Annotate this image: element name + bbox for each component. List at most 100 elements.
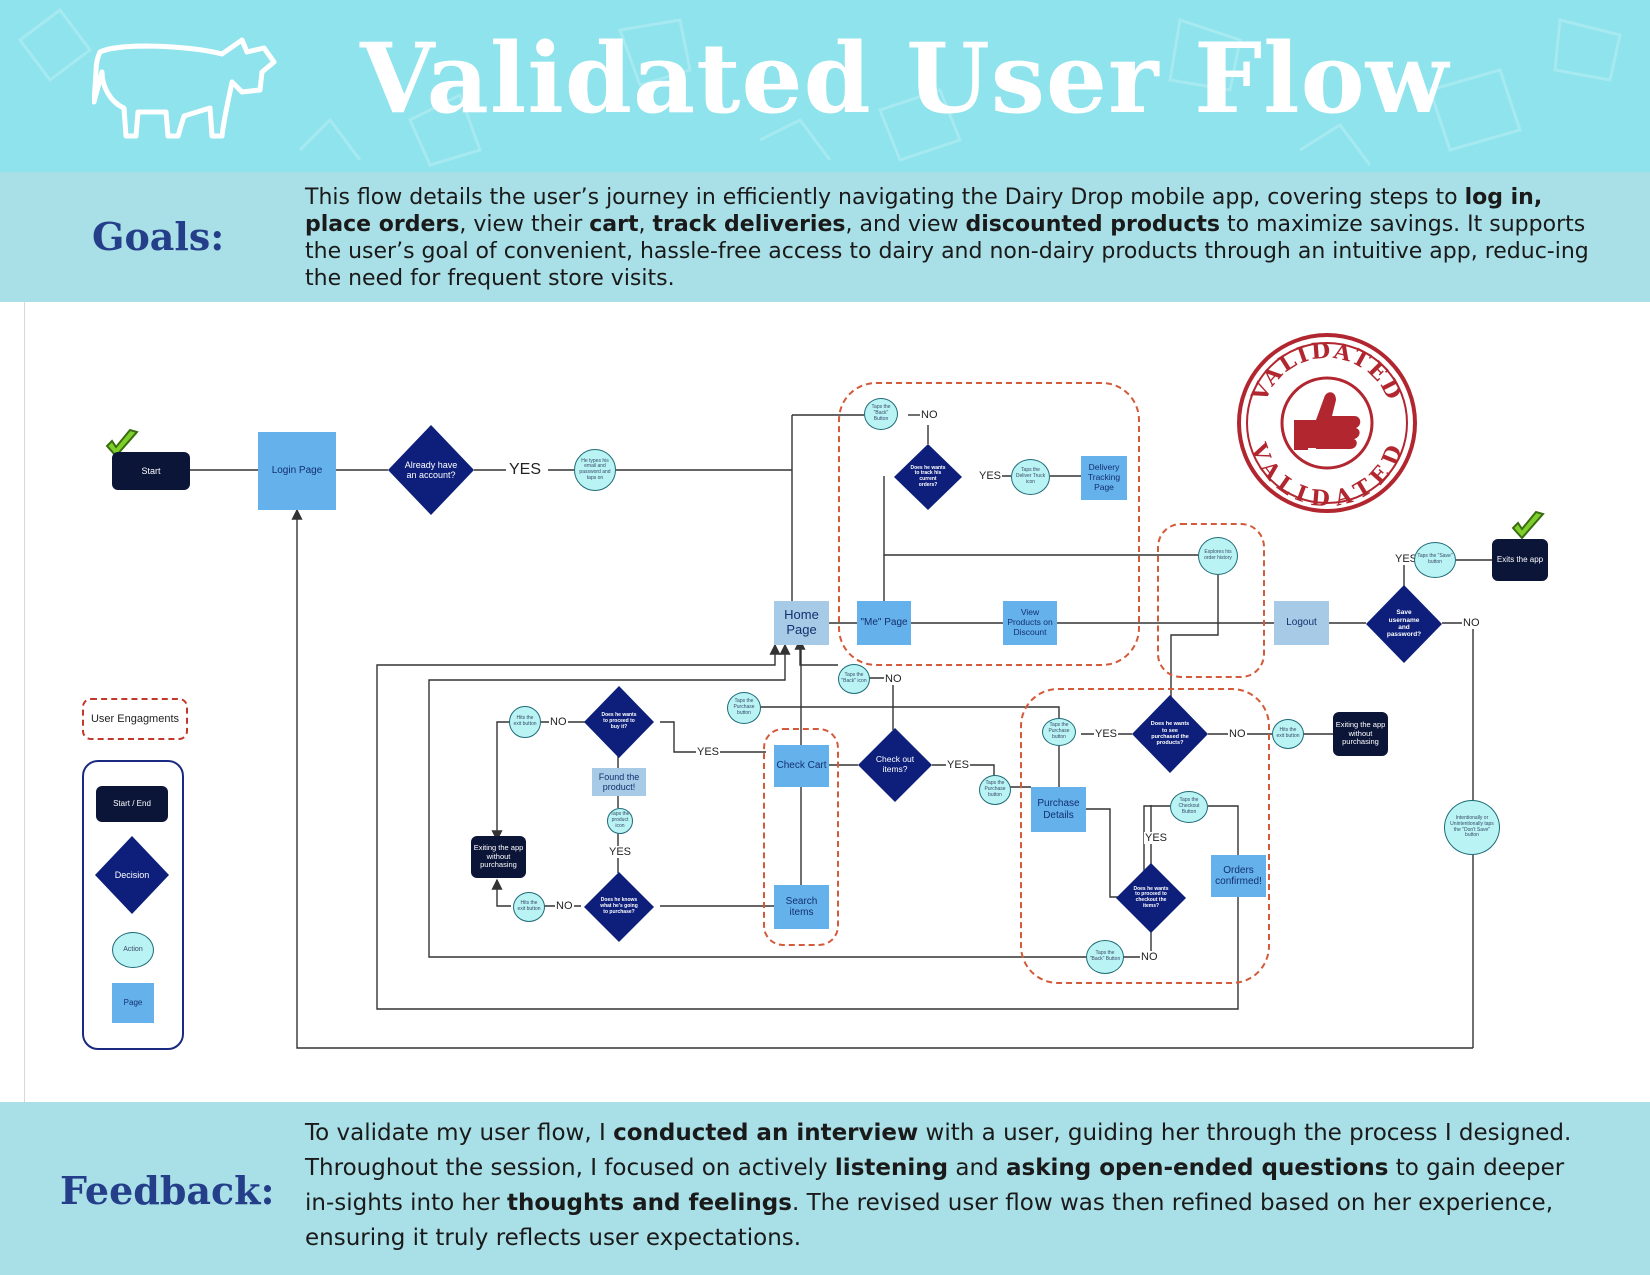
label-no-save: NO (1462, 617, 1481, 629)
exits-app-node: Exits the app (1492, 539, 1548, 581)
action-taps-back-mid: Taps the "Back" icon (838, 664, 870, 694)
search-items-node: Search items (774, 885, 829, 929)
feedback-text-part: To validate my user flow, I (305, 1120, 614, 1146)
engagement-group-purchase (1020, 688, 1270, 984)
engagement-group-tracking (838, 382, 1140, 666)
label-no-purchased: NO (1228, 728, 1247, 740)
delivery-tracking-node: Delivery Tracking Page (1081, 456, 1127, 500)
orders-confirmed-node: Orders confirmed! (1211, 855, 1266, 897)
decision-diamond-icon (1116, 863, 1186, 933)
decision-wants-proceed: Does he wants to proceed to buy it? (584, 686, 654, 758)
legend-start-end: Start / End (96, 786, 168, 822)
goals-bold-orders: place orders (305, 212, 460, 237)
label-yes-proceed: YES (696, 746, 721, 758)
action-taps-checkout: Taps the Checkout Button (1170, 791, 1208, 823)
action-taps-save: Taps the "Save" button (1414, 542, 1456, 578)
exiting-left-node: Exiting the app without purchasing (471, 836, 526, 878)
decision-label: Does he knows what he's going to purchas… (600, 897, 638, 915)
goals-text-part: , (638, 212, 653, 237)
goals-text: This flow details the user’s journey in … (305, 184, 1595, 292)
svg-text:VALIDATED: VALIDATED (1245, 439, 1409, 513)
action-dont-save: Intentionally or Unintentionally taps th… (1444, 800, 1500, 855)
action-taps-back-bottom: Taps the "Back" Button (1086, 940, 1124, 974)
purchase-details-node: Purchase Details (1031, 787, 1086, 832)
label-yes-found: YES (608, 846, 633, 858)
engagement-group-cart (763, 728, 839, 946)
decision-label: Does he wants to see purchased the produ… (1150, 721, 1190, 747)
goals-text-part: , and view (845, 212, 966, 237)
decision-diamond-icon (95, 836, 169, 914)
goals-label: Goals: (92, 214, 225, 259)
decision-label: Does he wants to proceed to buy it? (601, 712, 637, 730)
legend-page: Page (112, 983, 154, 1023)
feedback-text: To validate my user flow, I conducted an… (305, 1116, 1595, 1256)
action-taps-back-top: Taps the "Back" Button (864, 398, 898, 430)
action-taps-purchase-left: Taps the Purchase button (727, 692, 761, 724)
decision-purchased-products: Does he wants to see purchased the produ… (1132, 695, 1208, 773)
label-yes-track: YES (978, 470, 1003, 482)
logout-node: Logout (1274, 601, 1329, 645)
check-cart-node: Check Cart (774, 745, 829, 787)
decision-track-orders: Does he wants to track his current order… (894, 444, 962, 510)
decision-label: Does he wants to proceed to checkout the… (1133, 885, 1169, 909)
goals-text-part: , view their (459, 212, 590, 237)
decision-diamond-icon (1366, 585, 1442, 663)
action-taps-purchase-yes: Taps the Purchase button (979, 775, 1011, 805)
label-no-proceed: NO (549, 716, 568, 728)
home-page-node: Home Page (774, 601, 829, 645)
goals-bold-discount: discounted products (965, 212, 1220, 237)
action-taps-purchase-right: Taps the Purchase button (1042, 718, 1076, 746)
header-pattern (17, 7, 1622, 167)
goals-band: Goals: This flow details the user’s jour… (0, 172, 1650, 302)
feedback-bold-listening: listening (834, 1155, 949, 1181)
decision-label: Save username and password? (1386, 609, 1422, 639)
label-no-back: NO (920, 409, 939, 421)
feedback-text-part: with a user, guiding her through the pro… (305, 1120, 1572, 1181)
feedback-bold-interview: conducted an interview (613, 1120, 919, 1146)
decision-diamond-icon (858, 728, 932, 802)
decision-already-account: Already have an account? (388, 425, 474, 515)
label-no-abandon: NO (1140, 951, 1159, 963)
feedback-band: Feedback: To validate my user flow, I co… (0, 1102, 1650, 1275)
decision-abandon: Does he wants to proceed to checkout the… (1116, 863, 1186, 933)
feedback-text-part: and (948, 1155, 1006, 1181)
decision-diamond-icon (584, 872, 654, 942)
goals-bold-login: log in, (1464, 185, 1543, 210)
label-yes-account: YES (508, 461, 543, 479)
feedback-label: Feedback: (60, 1168, 275, 1213)
decision-label: Already have an account? (404, 459, 458, 480)
decision-label: Check out items? (875, 754, 915, 774)
login-page-node: Login Page (258, 432, 336, 510)
feedback-bold-questions: asking open-ended questions (1005, 1155, 1389, 1181)
decision-label: Does he wants to track his current order… (910, 464, 946, 488)
cow-icon (92, 37, 277, 139)
decision-check-out: Check out items? (858, 728, 932, 802)
exiting-right-node: Exiting the app without purchasing (1333, 712, 1388, 756)
label-no-knows: NO (555, 900, 574, 912)
legend-action: Action (112, 932, 154, 968)
diagram-frame (24, 302, 1650, 1102)
decision-diamond-icon (894, 444, 962, 510)
decision-diamond-icon (584, 686, 654, 758)
header-banner: Validated User Flow (0, 0, 1650, 172)
legend-engagement: User Engagments (82, 698, 188, 740)
label-yes-checkout-btn: YES (1144, 832, 1169, 844)
validated-stamp-icon: VALIDATED VALIDATED (1237, 333, 1417, 513)
label-yes-save: YES (1394, 553, 1419, 565)
action-order-history: Explores his order history (1198, 537, 1238, 575)
label-yes-checkout: YES (946, 759, 971, 771)
goals-text-part: to maximize savings. It supports the use… (305, 212, 1589, 291)
feedback-text-part: to gain deeper in-sights into her (305, 1155, 1565, 1216)
discount-page-node: View Products on Discount (1003, 601, 1057, 645)
goals-bold-track: track deliveries (652, 212, 846, 237)
page-title: Validated User Flow (360, 22, 1450, 135)
decision-diamond-icon (388, 425, 474, 515)
action-hits-exit-right: Hits the exit button (1272, 719, 1304, 749)
action-hits-exit-top: Hits the exit button (509, 706, 541, 738)
start-node: Start (112, 452, 190, 490)
checkmark-exit-icon (1511, 510, 1545, 540)
decision-save-creds: Save username and password? (1366, 585, 1442, 663)
action-taps-product: Taps the product icon (607, 808, 633, 834)
legend-decision-label: Decision (114, 869, 150, 880)
goals-bold-cart: cart (589, 212, 639, 237)
